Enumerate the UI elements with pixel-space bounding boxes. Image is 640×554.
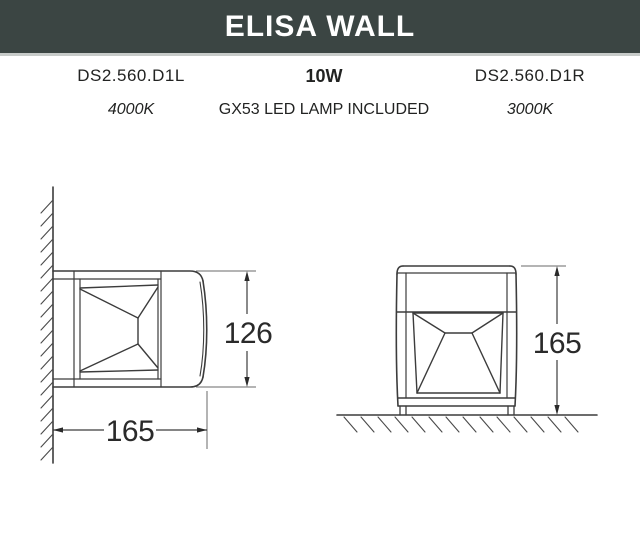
ground-hatch-icon: [343, 416, 579, 433]
dimension-label-height-side: 126: [224, 317, 273, 350]
reflector-facets-side: [79, 284, 159, 373]
dimension-label-height-front: 165: [533, 327, 582, 360]
dimension-165-front: 165: [521, 265, 583, 415]
dimension-126: 126: [196, 270, 273, 388]
side-view-drawing: [40, 186, 208, 464]
color-temp-left: 4000K: [107, 101, 155, 118]
page-title: ELISA WALL: [224, 9, 416, 43]
lamp-body-side: [52, 270, 208, 388]
power-rating: 10W: [305, 66, 343, 86]
dimension-label-width-side: 165: [106, 415, 155, 448]
wall-hatch-icon: [40, 199, 54, 461]
color-temp-right: 3000K: [506, 101, 554, 118]
product-code-left: DS2.560.D1L: [77, 66, 185, 85]
lamp-body-front: [395, 265, 518, 416]
dimension-165-side: 165: [53, 391, 208, 449]
product-code-right: DS2.560.D1R: [474, 66, 586, 85]
lamp-included-note: GX53 LED LAMP INCLUDED: [218, 101, 430, 118]
front-view-drawing: [336, 265, 598, 433]
reflector-facets-front: [412, 312, 504, 394]
header-bar: ELISA WALL: [0, 0, 640, 56]
